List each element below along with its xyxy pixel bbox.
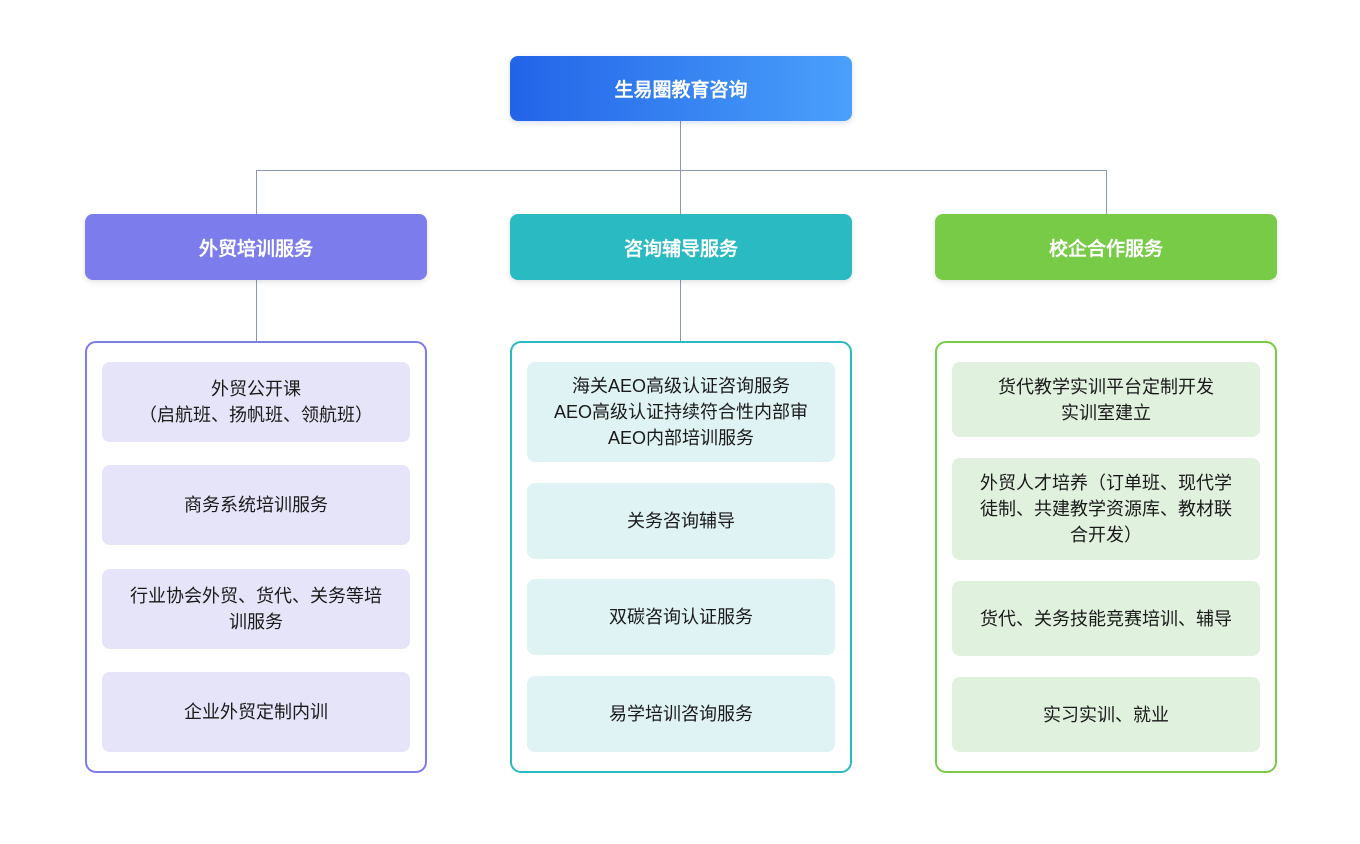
leaf-item: 海关AEO高级认证咨询服务 AEO高级认证持续符合性内部审 AEO内部培训服务	[527, 362, 835, 462]
branch-header-foreign-trade-training: 外贸培训服务	[85, 214, 427, 280]
branch-header-label: 咨询辅导服务	[623, 238, 738, 260]
leaf-item: 实习实训、就业	[952, 677, 1260, 752]
branch-box-school-enterprise-cooperation: 货代教学实训平台定制开发 实训室建立 外贸人才培养（订单班、现代学 徒制、共建教…	[935, 341, 1277, 773]
leaf-item: 货代教学实训平台定制开发 实训室建立	[952, 362, 1260, 437]
connector-horizontal-bar	[256, 170, 1107, 171]
branch-box-foreign-trade-training: 外贸公开课 （启航班、扬帆班、领航班） 商务系统培训服务 行业协会外贸、货代、关…	[85, 341, 427, 773]
leaf-item: 双碳咨询认证服务	[527, 579, 835, 656]
connector-drop-branch-2	[680, 170, 681, 215]
branch-header-school-enterprise-cooperation: 校企合作服务	[935, 214, 1277, 280]
leaf-item: 关务咨询辅导	[527, 482, 835, 559]
leaf-item: 易学培训咨询服务	[527, 675, 835, 752]
leaf-item: 行业协会外贸、货代、关务等培 训服务	[102, 568, 410, 649]
leaf-item: 外贸公开课 （启航班、扬帆班、领航班）	[102, 362, 410, 442]
root-node: 生易圈教育咨询	[510, 56, 852, 121]
leaf-item: 货代、关务技能竞赛培训、辅导	[952, 581, 1260, 656]
connector-header-box-branch-1	[256, 280, 257, 341]
connector-drop-branch-1	[256, 170, 257, 215]
leaf-item: 商务系统培训服务	[102, 465, 410, 546]
leaf-item: 外贸人才培养（订单班、现代学 徒制、共建教学资源库、教材联 合开发）	[952, 458, 1260, 560]
branch-box-consulting-coaching: 海关AEO高级认证咨询服务 AEO高级认证持续符合性内部审 AEO内部培训服务 …	[510, 341, 852, 773]
connector-root-drop	[680, 121, 681, 170]
connector-drop-branch-3	[1106, 170, 1107, 215]
connector-header-box-branch-2	[680, 280, 681, 341]
branch-header-consulting-coaching: 咨询辅导服务	[510, 214, 852, 280]
branch-header-label: 外贸培训服务	[198, 238, 313, 260]
leaf-item: 企业外贸定制内训	[102, 671, 410, 752]
root-node-label: 生易圈教育咨询	[614, 80, 748, 101]
branch-header-label: 校企合作服务	[1048, 238, 1163, 260]
